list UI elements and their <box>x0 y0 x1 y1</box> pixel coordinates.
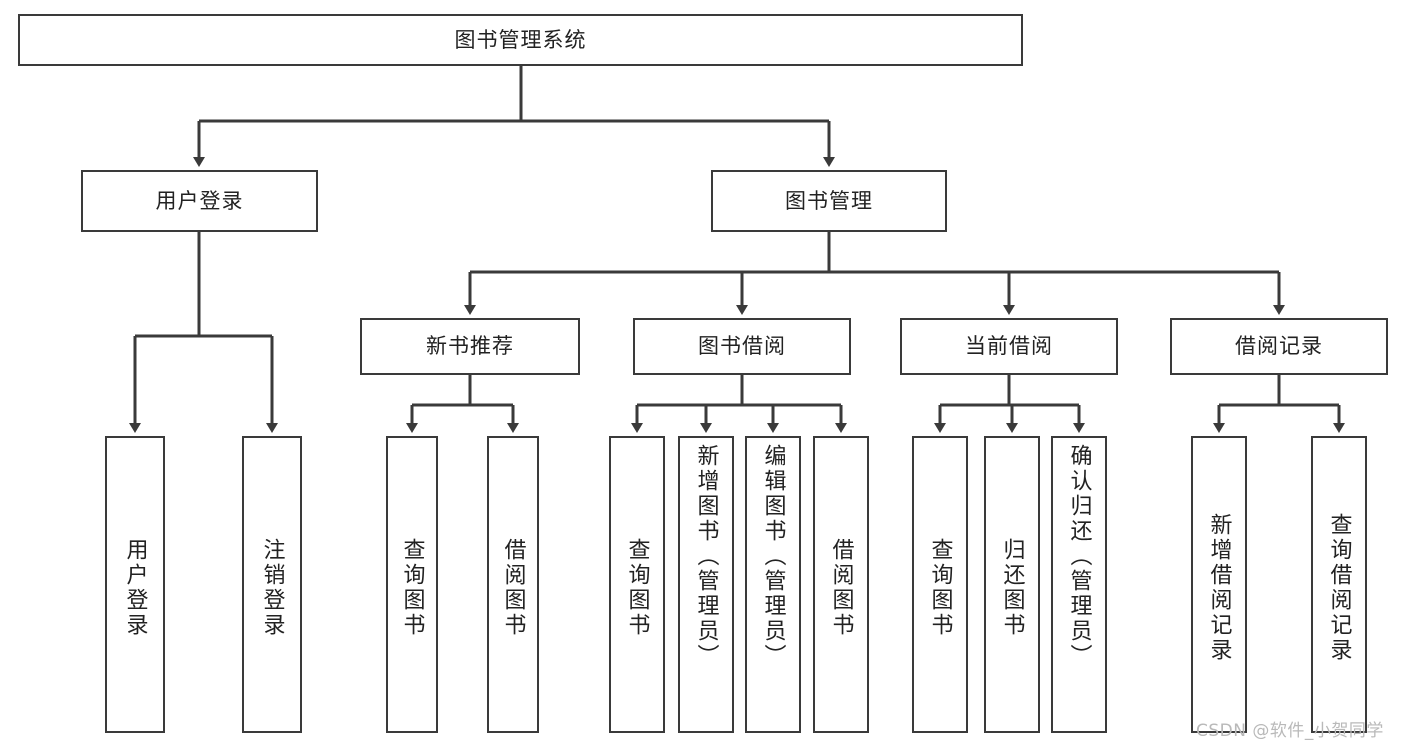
node-leaf-confirm-return[interactable]: 确认归还（管理员） <box>1051 436 1107 733</box>
node-new-book-recommend-label: 新书推荐 <box>426 334 514 359</box>
edge-group-root <box>193 66 835 167</box>
node-leaf-return-book[interactable]: 归还图书 <box>984 436 1040 733</box>
node-leaf-user-login[interactable]: 用户登录 <box>105 436 165 733</box>
watermark: CSDN @软件_小贺同学 <box>1196 721 1384 741</box>
edge-group-new-book-recommend <box>406 375 519 433</box>
edge-group-book-management <box>464 232 1285 315</box>
node-leaf-logout[interactable]: 注销登录 <box>242 436 302 733</box>
node-new-book-recommend[interactable]: 新书推荐 <box>360 318 580 375</box>
node-leaf-edit-book[interactable]: 编辑图书（管理员） <box>745 436 801 733</box>
node-leaf-add-record-label: 新增借阅记录 <box>1206 512 1232 663</box>
node-leaf-add-book[interactable]: 新增图书（管理员） <box>678 436 734 733</box>
node-leaf-query-book-3-label: 查询图书 <box>927 537 953 638</box>
node-root[interactable]: 图书管理系统 <box>18 14 1023 66</box>
node-leaf-query-book-1[interactable]: 查询图书 <box>386 436 438 733</box>
node-leaf-borrow-book-1[interactable]: 借阅图书 <box>487 436 539 733</box>
node-current-borrow-label: 当前借阅 <box>965 334 1053 359</box>
node-leaf-edit-book-label: 编辑图书（管理员） <box>760 444 786 669</box>
node-leaf-borrow-book-2-label: 借阅图书 <box>828 537 854 638</box>
node-leaf-user-login-label: 用户登录 <box>122 537 148 638</box>
node-book-borrow[interactable]: 图书借阅 <box>633 318 851 375</box>
node-leaf-query-book-3[interactable]: 查询图书 <box>912 436 968 733</box>
node-leaf-logout-label: 注销登录 <box>259 537 285 638</box>
node-leaf-query-book-1-label: 查询图书 <box>399 537 425 638</box>
node-leaf-confirm-return-label: 确认归还（管理员） <box>1066 444 1092 669</box>
node-book-management[interactable]: 图书管理 <box>711 170 947 232</box>
node-leaf-add-book-label: 新增图书（管理员） <box>693 444 719 669</box>
node-user-login-label: 用户登录 <box>155 188 244 213</box>
node-root-label: 图书管理系统 <box>454 27 587 52</box>
edge-group-borrow-record <box>1213 375 1345 433</box>
node-book-borrow-label: 图书借阅 <box>698 334 786 359</box>
edge-group-current-borrow <box>934 375 1085 433</box>
node-leaf-add-record[interactable]: 新增借阅记录 <box>1191 436 1247 733</box>
node-borrow-record[interactable]: 借阅记录 <box>1170 318 1388 375</box>
node-user-login[interactable]: 用户登录 <box>81 170 318 232</box>
node-leaf-borrow-book-2[interactable]: 借阅图书 <box>813 436 869 733</box>
edge-group-user-login <box>129 232 278 433</box>
node-borrow-record-label: 借阅记录 <box>1235 334 1323 359</box>
node-leaf-query-book-2[interactable]: 查询图书 <box>609 436 665 733</box>
node-leaf-query-record[interactable]: 查询借阅记录 <box>1311 436 1367 733</box>
node-book-management-label: 图书管理 <box>785 188 873 213</box>
edge-group-book-borrow <box>631 375 847 433</box>
node-leaf-borrow-book-1-label: 借阅图书 <box>500 537 526 638</box>
node-leaf-query-record-label: 查询借阅记录 <box>1326 512 1352 663</box>
node-current-borrow[interactable]: 当前借阅 <box>900 318 1118 375</box>
node-leaf-return-book-label: 归还图书 <box>999 537 1025 638</box>
node-leaf-query-book-2-label: 查询图书 <box>624 537 650 638</box>
